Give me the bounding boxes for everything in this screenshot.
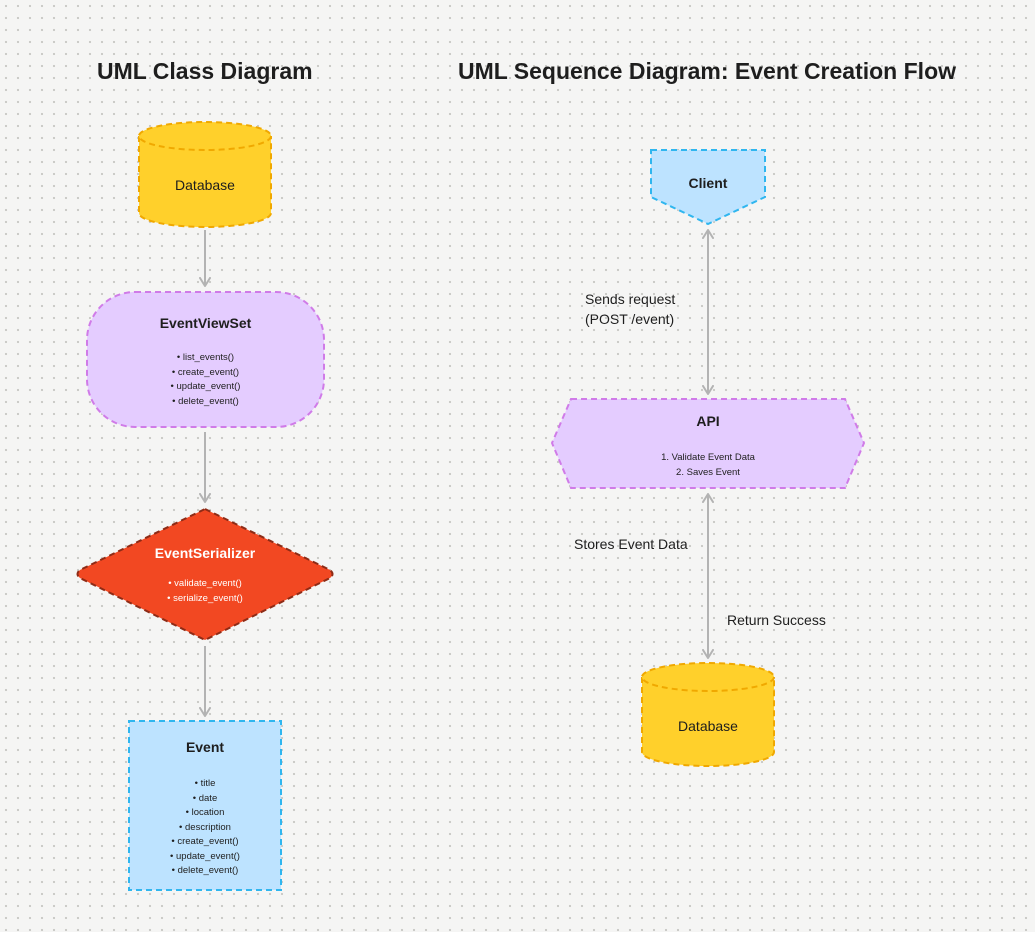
eventserializer-name: EventSerializer <box>154 545 256 561</box>
member-item: date <box>129 792 281 807</box>
database-cylinder-right[interactable] <box>641 662 775 767</box>
member-item: location <box>129 806 281 821</box>
client-label: Client <box>688 175 728 191</box>
event-name: Event <box>185 739 225 755</box>
api-steps: 1. Validate Event Data 2. Saves Event <box>552 451 864 480</box>
edge-label-sends-request: Sends request (POST /event) <box>585 289 675 329</box>
edge-label-return: Return Success <box>727 612 826 628</box>
sequence-diagram-title: UML Sequence Diagram: Event Creation Flo… <box>458 58 957 84</box>
member-item: create_event() <box>129 835 281 850</box>
api-label: API <box>696 413 720 429</box>
method-item: delete_event() <box>87 395 324 410</box>
member-item: update_event() <box>129 850 281 865</box>
method-item: update_event() <box>87 380 324 395</box>
event-members: title date location description create_e… <box>129 777 281 879</box>
method-item: list_events() <box>87 351 324 366</box>
edge-label-line: Sends request <box>585 291 676 307</box>
member-item: title <box>129 777 281 792</box>
api-hexagon[interactable] <box>550 398 866 489</box>
member-item: delete_event() <box>129 864 281 879</box>
method-item: serialize_event() <box>105 592 305 607</box>
eventviewset-methods: list_events() create_event() update_even… <box>87 351 324 409</box>
database-label-right: Database <box>678 718 738 734</box>
edge-label-stores: Stores Event Data <box>574 536 688 552</box>
edge-label-line: (POST /event) <box>585 311 675 327</box>
database-cylinder-left[interactable] <box>138 121 272 228</box>
eventviewset-name: EventViewSet <box>159 315 252 331</box>
client-shape[interactable] <box>650 149 766 226</box>
method-item: validate_event() <box>105 577 305 592</box>
member-item: description <box>129 821 281 836</box>
class-diagram-title: UML Class Diagram <box>97 58 313 84</box>
method-item: create_event() <box>87 366 324 381</box>
eventserializer-methods: validate_event() serialize_event() <box>105 577 305 606</box>
eventserializer-diamond[interactable] <box>76 507 334 642</box>
api-step: 2. Saves Event <box>676 466 740 478</box>
database-label-left: Database <box>175 177 235 193</box>
api-step: 1. Validate Event Data <box>661 452 755 463</box>
